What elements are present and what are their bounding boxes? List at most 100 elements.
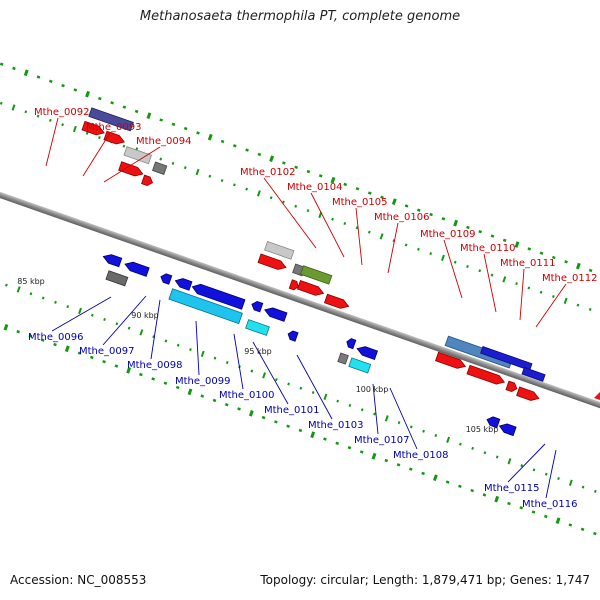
callout-line	[507, 443, 546, 483]
major-tick	[269, 155, 275, 163]
minor-tick	[102, 360, 106, 364]
minor-tick	[520, 464, 524, 468]
accession-label: Accession: NC_008553	[10, 573, 147, 587]
minor-tick	[539, 251, 544, 255]
minor-tick	[343, 221, 347, 226]
minor-tick	[557, 476, 560, 480]
minor-tick	[225, 360, 229, 364]
minor-tick	[274, 378, 278, 382]
minor-tick	[213, 356, 217, 360]
major-tick	[323, 393, 328, 401]
genome-summary: Topology: circular; Length: 1,879,471 bp…	[260, 573, 590, 587]
minor-tick	[294, 165, 298, 169]
minor-tick	[61, 123, 64, 127]
minor-tick	[212, 398, 217, 403]
gene-label: Mthe_0098	[127, 360, 183, 371]
minor-tick	[77, 351, 82, 355]
callout-line	[195, 320, 200, 376]
minor-tick	[183, 166, 187, 170]
minor-tick	[519, 506, 524, 510]
cds-forward	[296, 280, 325, 296]
major-tick	[310, 431, 316, 439]
gene-label: Mthe_0110	[460, 243, 516, 254]
cds-forward	[118, 161, 144, 177]
callout-line	[263, 177, 317, 249]
minor-tick	[502, 238, 507, 242]
minor-tick	[224, 403, 229, 407]
cds-reverse	[287, 330, 299, 342]
major-tick	[502, 276, 507, 283]
minor-tick	[164, 339, 168, 343]
callout-line	[355, 207, 363, 266]
minor-tick	[176, 343, 180, 347]
major-tick	[514, 241, 520, 248]
minor-tick	[73, 88, 78, 92]
minor-tick	[5, 283, 8, 287]
minor-tick	[441, 217, 446, 221]
minor-tick	[151, 377, 155, 381]
domain-box	[168, 288, 243, 325]
minor-tick	[89, 355, 94, 360]
minor-tick	[360, 408, 364, 412]
cds-reverse	[160, 273, 173, 285]
gene-label: Mthe_0116	[522, 499, 578, 510]
minor-tick	[36, 114, 40, 118]
minor-tick	[257, 152, 262, 157]
callout-line	[252, 341, 289, 405]
gene-label: Mthe_0101	[264, 405, 320, 416]
gene-label: Mthe_0104	[287, 182, 343, 193]
minor-tick	[29, 292, 33, 296]
minor-tick	[422, 429, 425, 433]
major-tick	[126, 366, 132, 374]
minor-tick	[298, 428, 303, 433]
callout-line	[103, 146, 161, 183]
callout-line	[102, 295, 147, 346]
minor-tick	[294, 204, 298, 208]
callout-line	[150, 299, 161, 360]
minor-tick	[48, 79, 53, 84]
minor-tick	[373, 412, 376, 416]
cds-forward	[516, 386, 540, 401]
minor-tick	[286, 424, 290, 428]
domain-box	[245, 319, 270, 336]
major-tick	[441, 254, 445, 262]
callout-line	[82, 132, 111, 177]
minor-tick	[269, 196, 273, 200]
minor-tick	[507, 501, 511, 506]
minor-tick	[90, 313, 94, 317]
minor-tick	[429, 212, 433, 217]
minor-tick	[543, 514, 548, 519]
minor-tick	[490, 273, 494, 277]
minor-tick	[318, 174, 323, 178]
gene-label: Mthe_0106	[374, 212, 430, 223]
callout-line	[310, 192, 345, 258]
minor-tick	[588, 307, 592, 311]
minor-tick	[306, 209, 310, 213]
minor-tick	[336, 399, 340, 403]
minor-tick	[434, 434, 438, 438]
minor-tick	[189, 348, 192, 352]
minor-tick	[397, 421, 401, 425]
major-tick	[207, 133, 213, 141]
minor-tick	[54, 300, 57, 304]
minor-tick	[483, 451, 487, 455]
minor-tick	[122, 144, 126, 148]
minor-tick	[482, 493, 487, 497]
major-tick	[563, 297, 568, 305]
minor-tick	[348, 403, 352, 407]
minor-tick	[245, 187, 249, 191]
major-tick	[262, 372, 267, 379]
minor-tick	[237, 407, 241, 411]
minor-tick	[261, 415, 266, 420]
major-tick	[379, 233, 384, 240]
minor-tick	[335, 441, 340, 446]
minor-tick	[208, 174, 212, 178]
minor-tick	[515, 282, 518, 286]
minor-tick	[311, 391, 315, 395]
gene-label: Mthe_0107	[354, 435, 410, 446]
minor-tick	[16, 329, 21, 334]
major-tick	[3, 324, 9, 331]
minor-tick	[48, 118, 52, 122]
major-tick	[453, 219, 459, 227]
